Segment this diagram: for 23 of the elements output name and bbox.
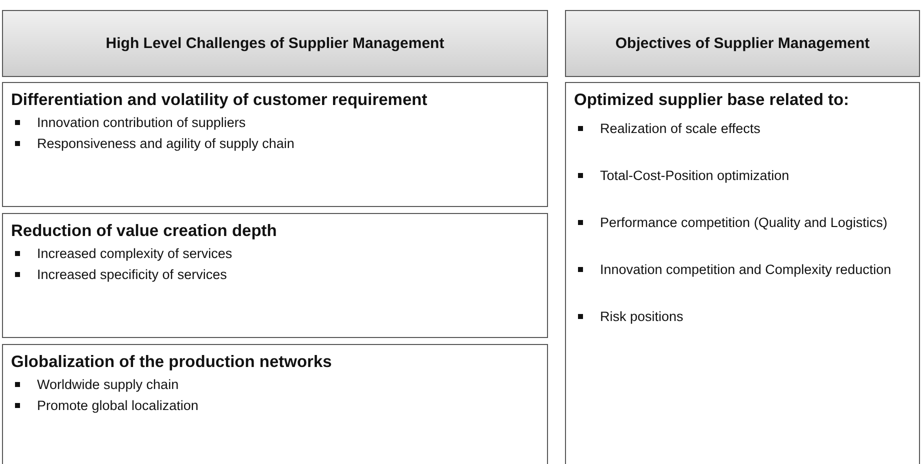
content-panel <box>2 344 548 464</box>
panel-heading: Optimized supplier base related to: <box>574 91 850 110</box>
bullet-item: Increased complexity of services <box>3 245 537 262</box>
content-panel <box>2 213 548 338</box>
bullet-item: Realization of scale effects <box>566 120 909 137</box>
bullet-item: Innovation competition and Complexity reduction <box>566 261 909 278</box>
bullet-item: Innovation contribution of suppliers <box>3 114 537 131</box>
column-header-text: Objectives of Supplier Management <box>615 35 870 52</box>
column-header-panel <box>565 10 920 77</box>
bullet-item: Responsiveness and agility of supply chain <box>3 135 537 152</box>
content-panel <box>2 82 548 207</box>
bullet-item: Increased specificity of services <box>3 266 537 283</box>
column-header-panel <box>2 10 548 77</box>
content-panel <box>565 82 920 464</box>
bullet-item: Worldwide supply chain <box>3 376 537 393</box>
bullet-item: Risk positions <box>566 308 909 325</box>
bullet-item: Promote global localization <box>3 397 537 414</box>
panel-heading: Globalization of the production networks <box>11 353 333 372</box>
panel-heading: Reduction of value creation depth <box>11 222 278 241</box>
bullet-item: Performance competition (Quality and Logistics) <box>566 214 909 231</box>
column-header-text: High Level Challenges of Supplier Management <box>106 35 444 52</box>
bullet-item: Total-Cost-Position optimization <box>566 167 909 184</box>
panel-heading: Differentiation and volatility of customer requirement <box>11 91 428 110</box>
